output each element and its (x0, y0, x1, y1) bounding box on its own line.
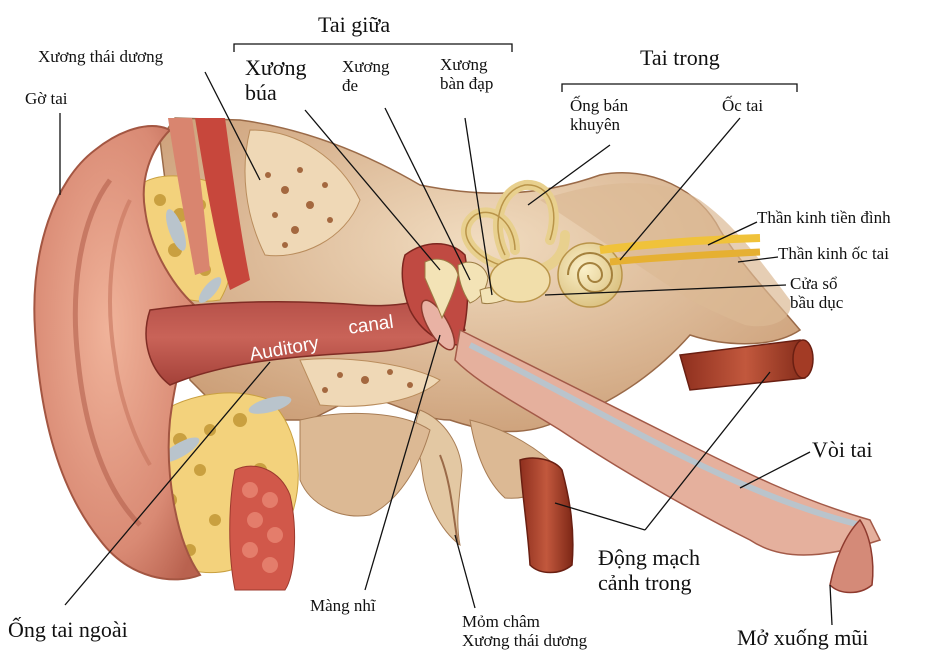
label-oval-window: Cửa sổ bầu dục (790, 274, 843, 312)
vestibule (490, 258, 550, 302)
label-ear-canal: Ống tai ngoài (8, 618, 128, 643)
label-middle-ear: Tai giữa (318, 13, 390, 38)
label-vestibular-nerve: Thần kinh tiền đình (757, 208, 891, 227)
label-eustachian-tube: Vòi tai (812, 438, 873, 463)
leader-mastoid (455, 535, 475, 608)
label-malleus: Xương búa (245, 56, 306, 105)
label-semicircular-canals: Ống bán khuyên (570, 96, 628, 134)
leader-eustachian (740, 452, 810, 488)
bracket-inner-ear (562, 84, 797, 92)
label-eardrum: Màng nhĩ (310, 596, 376, 615)
label-nasopharynx-opening: Mở xuống mũi (737, 626, 868, 651)
label-mastoid-process: Mỏm châm Xương thái dương (462, 612, 587, 650)
label-temporal-bone: Xương thái dương (38, 47, 163, 66)
label-cochlear-nerve: Thần kinh ốc tai (778, 244, 889, 263)
label-pinna: Gờ tai (25, 89, 68, 108)
label-inner-ear: Tai trong (640, 46, 720, 71)
label-cochlea: Ốc tai (722, 96, 763, 115)
label-internal-carotid: Động mạch cảnh trong (598, 546, 700, 595)
lower-bone-lobe (300, 413, 430, 516)
bracket-middle-ear (234, 44, 512, 52)
label-incus: Xương đe (342, 57, 389, 95)
parotid-tissue (230, 466, 295, 590)
leader-nasopharynx (830, 585, 832, 625)
cochlea (558, 243, 622, 307)
label-stapes: Xương bàn đạp (440, 55, 493, 93)
